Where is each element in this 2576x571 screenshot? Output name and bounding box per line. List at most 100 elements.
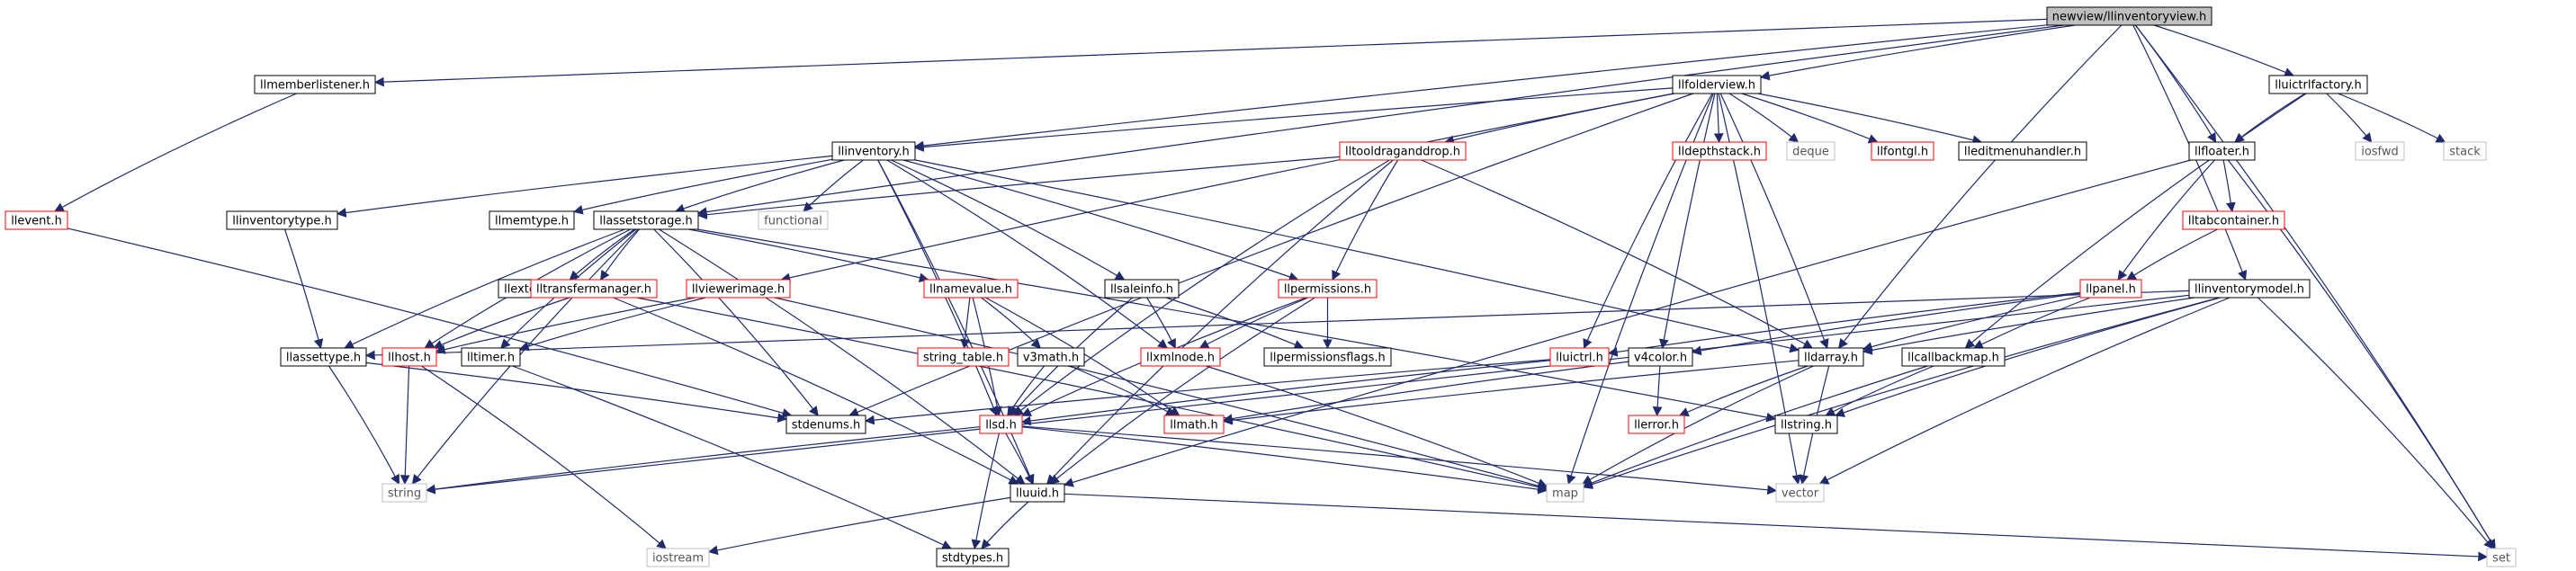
node-llcallbackmap[interactable]: llcallbackmap.h [1901,347,2006,367]
node-box [489,210,575,230]
node-stdenums[interactable]: stdenums.h [785,415,866,434]
node-box [226,210,338,230]
node-llfloater[interactable]: llfloater.h [2188,141,2256,161]
edge-llpanel-to-lldarray [1862,295,2081,352]
node-lltimer[interactable]: lltimer.h [461,347,521,367]
edge-llinventory-to-llinventorytype [336,155,833,218]
node-llsaleinfo[interactable]: llsaleinfo.h [1104,279,1180,299]
node-label: lldepthstack.h [1678,146,1761,159]
node-string[interactable]: string [381,483,427,503]
edge-llassettype-to-string [328,365,400,485]
node-llinventory[interactable]: llinventory.h [831,141,916,161]
node-lluuid[interactable]: lluuid.h [1010,483,1065,503]
edge-llinventory-to-llassetstorage [674,159,845,213]
node-lltabcontainer[interactable]: lltabcontainer.h [2182,210,2285,230]
node-label: lltabcontainer.h [2188,215,2279,228]
node-llfontgl[interactable]: llfontgl.h [1871,141,1934,161]
node-lluictrl[interactable]: lluictrl.h [1549,347,1610,367]
node-v3math[interactable]: v3math.h [1017,347,1085,367]
node-box [2046,6,2212,26]
edge-lluictrlfactory-to-iosfwd [2326,93,2373,143]
edge-llinventorymodel-to-lldarray [1862,297,2195,355]
node-lluictrlfactory[interactable]: lluictrlfactory.h [2268,75,2368,94]
node-label: llsd.h [985,419,1017,433]
node-label: iosfwd [2361,146,2399,159]
node-box [530,279,658,299]
node-label: map [1552,487,1578,501]
node-lltooldraganddrop[interactable]: lltooldraganddrop.h [1339,141,1467,161]
node-llpanel[interactable]: llpanel.h [2079,279,2142,299]
edge-llmemberlistener-to-llevent [54,93,297,212]
node-v4color[interactable]: v4color.h [1628,347,1693,367]
node-llevent[interactable]: llevent.h [4,210,68,230]
node-box [1263,347,1392,367]
node-llinventorytype[interactable]: llinventorytype.h [226,210,338,230]
node-llxmlnode[interactable]: llxmlnode.h [1140,347,1221,367]
node-label: llassetstorage.h [599,215,693,228]
node-box [1672,75,1762,94]
edge-root-to-llfloater [2134,24,2217,143]
edge-root-to-lluictrlfactory [2153,24,2294,77]
node-iosfwd[interactable]: iosfwd [2355,141,2405,161]
node-stdtypes[interactable]: stdtypes.h [936,548,1010,567]
node-iostream[interactable]: iostream [646,548,710,567]
node-llerror[interactable]: llerror.h [1628,415,1685,434]
node-box [1628,347,1693,367]
node-box [2443,141,2487,161]
node-label: deque [1792,146,1829,159]
edge-llinventory-to-lldarray [914,159,1800,353]
node-box [1278,279,1378,299]
node-functional[interactable]: functional [758,210,829,230]
node-lldepthstack[interactable]: lldepthstack.h [1672,141,1767,161]
edge-llassetstorage-to-stdenums [653,228,819,416]
edge-llassetstorage-to-lltransfermanager [599,228,640,281]
node-llmath[interactable]: llmath.h [1163,415,1225,434]
node-box [923,279,1019,299]
node-llmemberlistener[interactable]: llmemberlistener.h [254,75,376,94]
node-llassetstorage[interactable]: llassetstorage.h [593,210,699,230]
edge-llfloater-to-lltabcontainer [2222,159,2236,213]
node-box [2079,279,2142,299]
node-stack[interactable]: stack [2443,141,2487,161]
edge-llfolderview-to-lleditmenuhandler [1757,93,1983,145]
node-string-table[interactable]: string_table.h [917,347,1010,367]
node-llpermissionsflags[interactable]: llpermissionsflags.h [1263,347,1392,367]
node-llmemtype[interactable]: llmemtype.h [489,210,575,230]
node-label: functional [764,215,822,228]
node-llhost[interactable]: llhost.h [381,347,437,367]
edge-llpermissions-to-lluuid [1049,297,1315,485]
edge-llinventorymodel-to-llassettype [364,290,2190,361]
node-llfolderview[interactable]: llfolderview.h [1672,75,1762,94]
node-llpermissions[interactable]: llpermissions.h [1278,279,1378,299]
edge-root-to-llfolderview [1759,24,2076,81]
edge-llfloater-to-llpanel [2117,159,2215,281]
node-lltransfermanager[interactable]: lltransfermanager.h [530,279,658,299]
node-box [1163,415,1225,434]
node-vector[interactable]: vector [1775,483,1825,503]
edge-llcallbackmap-to-llstring [1825,365,1934,416]
node-map[interactable]: map [1546,483,1584,503]
node-llstring[interactable]: llstring.h [1774,415,1838,434]
node-label: set [2492,552,2510,566]
node-llinventorymodel[interactable]: llinventorymodel.h [2188,279,2311,299]
node-root[interactable]: newview/llinventoryview.h [2046,6,2212,26]
node-llsd[interactable]: llsd.h [979,415,1023,434]
node-box [280,347,367,367]
node-llassettype[interactable]: llassettype.h [280,347,367,367]
node-box [254,75,376,94]
edge-lltimer-to-stdtypes [512,365,952,549]
node-box [2188,279,2311,299]
node-set[interactable]: set [2486,548,2517,567]
node-llviewerimage[interactable]: llviewerimage.h [686,279,791,299]
node-deque[interactable]: deque [1786,141,1836,161]
node-label: lldarray.h [1804,352,1858,365]
node-llnamevalue[interactable]: llnamevalue.h [923,279,1019,299]
node-label: llcallbackmap.h [1907,352,1999,365]
edge-lluictrl-to-stdenums [864,359,1551,425]
edge-llinventory-to-llmemtype [572,158,833,215]
node-box [1798,347,1864,367]
node-lleditmenuhandler[interactable]: lleditmenuhandler.h [1958,141,2087,161]
dependency-edges [54,18,2496,562]
edge-llsd-to-map [1021,426,1548,495]
node-lldarray[interactable]: lldarray.h [1798,347,1864,367]
